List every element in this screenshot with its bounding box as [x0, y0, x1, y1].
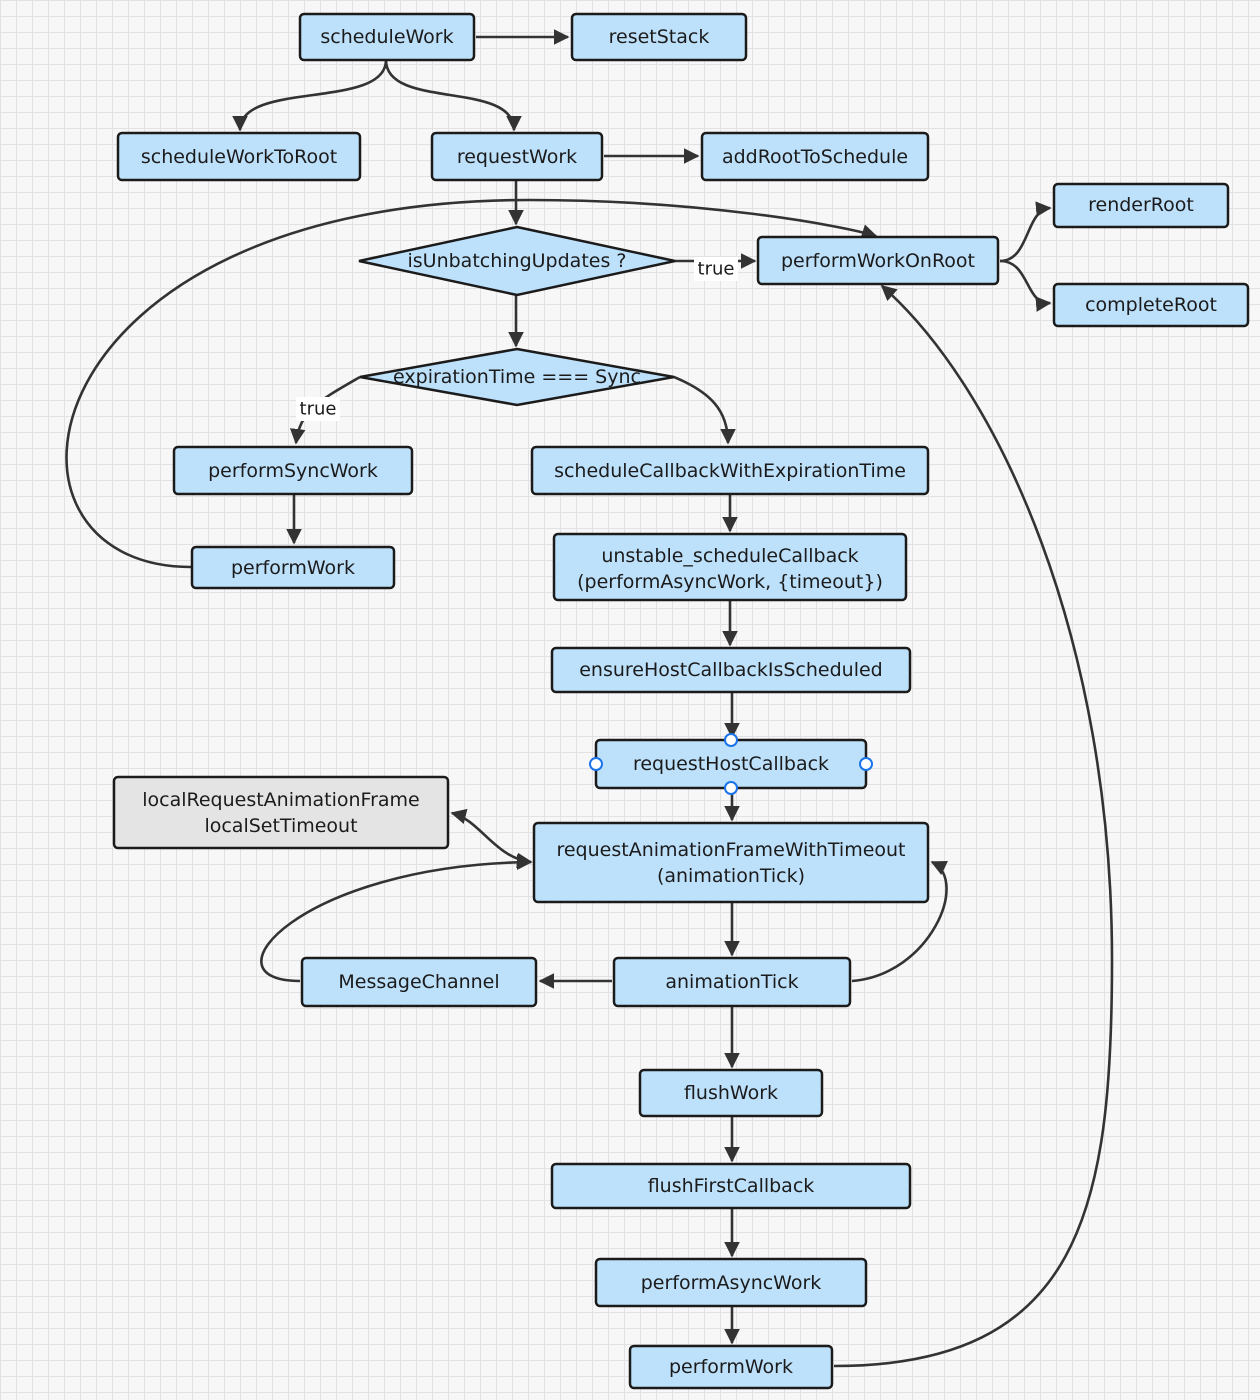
svg-text:unstable_scheduleCallback: unstable_scheduleCallback	[601, 545, 858, 567]
node-scheduleworktoroot[interactable]: scheduleWorkToRoot	[116, 131, 362, 182]
svg-text:performWork: performWork	[669, 1356, 793, 1378]
svg-text:scheduleWorkToRoot: scheduleWorkToRoot	[141, 146, 337, 168]
edges: true true	[65, 29, 1114, 1368]
nodes: scheduleWork resetStack scheduleWorkToRo…	[112, 12, 1250, 1390]
svg-text:requestWork: requestWork	[457, 146, 577, 168]
node-flushwork[interactable]: flushWork	[638, 1068, 824, 1118]
node-performasyncwork[interactable]: performAsyncWork	[594, 1257, 868, 1308]
node-ensurehostcallbackisscheduled[interactable]: ensureHostCallbackIsScheduled	[550, 646, 912, 694]
svg-text:performWorkOnRoot: performWorkOnRoot	[781, 250, 975, 272]
selection-handle-left[interactable]	[589, 757, 603, 771]
node-performwork-left[interactable]: performWork	[190, 545, 396, 590]
svg-text:flushWork: flushWork	[684, 1082, 778, 1104]
edge-label-unbatching-true: true	[694, 257, 738, 281]
svg-text:isUnbatchingUpdates ?: isUnbatchingUpdates ?	[408, 250, 627, 272]
edge-label-sync-true: true	[296, 397, 340, 421]
node-schedulework[interactable]: scheduleWork	[298, 12, 476, 62]
svg-text:performAsyncWork: performAsyncWork	[641, 1272, 822, 1294]
edge-requestanimationframe-localrequestanimationframe	[450, 808, 533, 869]
edge-expirationtime-schedulecallbackwithexpirationtime	[673, 375, 736, 445]
edge-performwork-performworkonroot-loop	[65, 198, 878, 569]
svg-text:localRequestAnimationFrame: localRequestAnimationFrame	[142, 789, 420, 811]
svg-text:localSetTimeout: localSetTimeout	[204, 815, 357, 837]
svg-text:addRootToSchedule: addRootToSchedule	[722, 146, 908, 168]
node-expirationtime-sync[interactable]: expirationTime === Sync	[359, 347, 675, 407]
node-completeroot[interactable]: completeRoot	[1052, 282, 1250, 328]
svg-text:true: true	[698, 259, 735, 280]
node-flushfirstcallback[interactable]: flushFirstCallback	[550, 1162, 912, 1210]
node-resetstack[interactable]: resetStack	[570, 12, 748, 62]
node-requesthostcallback[interactable]: requestHostCallback	[589, 733, 873, 795]
node-requestwork[interactable]: requestWork	[430, 131, 604, 182]
edge-animationtick-requestanimationframe-loop	[851, 860, 949, 983]
node-localrequestanimationframe[interactable]: localRequestAnimationFrame localSetTimeo…	[112, 775, 450, 850]
svg-text:expirationTime === Sync: expirationTime === Sync	[393, 366, 641, 388]
svg-text:requestHostCallback: requestHostCallback	[633, 753, 829, 775]
svg-text:resetStack: resetStack	[609, 26, 710, 48]
svg-text:requestAnimationFrameWithTimeo: requestAnimationFrameWithTimeout	[556, 839, 905, 861]
svg-text:true: true	[300, 399, 337, 420]
selection-handle-top[interactable]	[724, 733, 738, 747]
svg-text:flushFirstCallback: flushFirstCallback	[648, 1175, 815, 1197]
node-messagechannel[interactable]: MessageChannel	[300, 956, 538, 1008]
node-renderroot[interactable]: renderRoot	[1052, 182, 1230, 229]
node-performworkonroot[interactable]: performWorkOnRoot	[756, 235, 1000, 286]
node-schedulecallbackwithexpirationtime[interactable]: scheduleCallbackWithExpirationTime	[530, 445, 930, 496]
node-requestanimationframewithtimeout[interactable]: requestAnimationFrameWithTimeout (animat…	[532, 821, 930, 904]
node-animationtick[interactable]: animationTick	[612, 956, 852, 1008]
node-performwork-bottom[interactable]: performWork	[628, 1344, 834, 1390]
node-addroottoschedule[interactable]: addRootToSchedule	[700, 131, 930, 182]
edge-performworkonroot-renderroot	[999, 201, 1052, 263]
svg-text:ensureHostCallbackIsScheduled: ensureHostCallbackIsScheduled	[579, 659, 883, 681]
svg-text:(performAsyncWork, {timeout}): (performAsyncWork, {timeout})	[577, 571, 883, 593]
edge-schedulework-requestwork	[384, 59, 522, 132]
node-performsyncwork[interactable]: performSyncWork	[172, 445, 414, 496]
edge-schedulework-scheduleworktoroot	[232, 59, 388, 132]
svg-text:performSyncWork: performSyncWork	[208, 460, 378, 482]
selection-handle-bottom[interactable]	[724, 781, 738, 795]
edge-performwork-performworkonroot-bigloop	[833, 284, 1114, 1368]
svg-text:completeRoot: completeRoot	[1085, 294, 1217, 316]
svg-text:renderRoot: renderRoot	[1088, 194, 1194, 216]
edge-performworkonroot-completeroot	[999, 259, 1052, 312]
svg-text:animationTick: animationTick	[665, 971, 798, 993]
edge-messagechannel-requestanimationframe-loop	[260, 854, 533, 983]
selection-handle-right[interactable]	[859, 757, 873, 771]
node-unstable-schedulecallback[interactable]: unstable_scheduleCallback (performAsyncW…	[552, 532, 908, 602]
svg-text:(animationTick): (animationTick)	[657, 865, 805, 887]
svg-text:scheduleWork: scheduleWork	[320, 26, 453, 48]
svg-text:scheduleCallbackWithExpiration: scheduleCallbackWithExpirationTime	[554, 460, 906, 482]
svg-text:MessageChannel: MessageChannel	[338, 971, 499, 993]
node-isunbatchingupdates[interactable]: isUnbatchingUpdates ?	[358, 225, 676, 297]
svg-text:performWork: performWork	[231, 557, 355, 579]
